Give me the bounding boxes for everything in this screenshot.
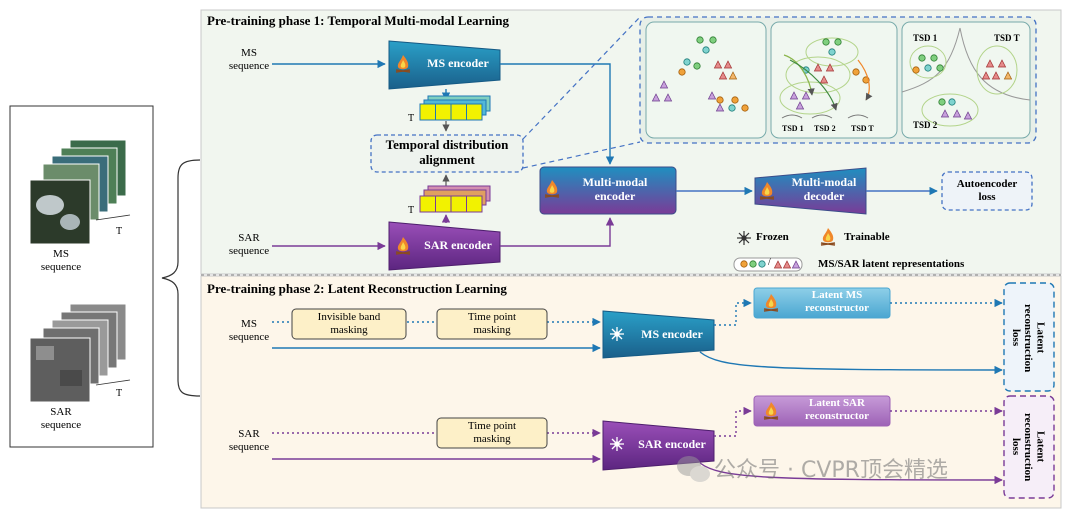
left-sar-label: SAR sequence (40, 406, 82, 431)
phase1-ms-t: T (408, 113, 415, 124)
phase1-sar-encoder: SAR encoder (424, 238, 492, 252)
watermark-text: 公众号 · CVPR顶会精选 (714, 458, 948, 483)
phase2-ms-input: MS sequence (228, 318, 270, 343)
cluster-scatter-2 (779, 37, 873, 119)
tsd-caption-2: TSD 2 (814, 124, 836, 133)
ms-image-stack (29, 139, 131, 245)
legend-slash: / (768, 257, 771, 268)
phase2-sar-encoder: SAR encoder (638, 437, 706, 451)
cluster-scatter-3 (901, 27, 1031, 127)
tsd-label-1: TSD 1 (913, 33, 938, 43)
phase1-title: Pre-training phase 1: Temporal Multi-mod… (207, 13, 510, 28)
latent-ms-reconstructor: Latent MS reconstructor (805, 289, 869, 314)
invisible-band-masking: Invisible band masking (317, 311, 381, 336)
sar-image-stack (29, 303, 131, 403)
tsd-label-t: TSD T (994, 33, 1020, 43)
time-point-masking-sar: Time point masking (467, 420, 517, 445)
tsd-label-2: TSD 2 (913, 120, 938, 130)
latent-reconstruction-loss-ms: Latent reconstruction loss (1010, 303, 1047, 373)
latent-sar-reconstructor: Latent SAR reconstructor (805, 397, 869, 422)
left-ms-t: T (116, 226, 123, 237)
legend-frozen: Frozen (756, 231, 789, 243)
left-sar-t: T (116, 388, 123, 399)
phase1-ms-encoder: MS encoder (427, 56, 489, 70)
phase1-sar-input: SAR sequence (228, 232, 270, 257)
multimodal-decoder: Multi-modal decoder (791, 175, 857, 203)
legend-latent: MS/SAR latent representations (818, 258, 965, 270)
sar-token-stack (419, 185, 491, 213)
legend-trainable: Trainable (844, 231, 890, 243)
time-point-masking-ms: Time point masking (467, 311, 517, 336)
autoencoder-loss: Autoencoder loss (956, 178, 1018, 203)
tsd-caption-1: TSD 1 (782, 124, 804, 133)
left-ms-label: MS sequence (40, 248, 82, 273)
tsd-caption-t: TSD T (851, 124, 874, 133)
phase2-sar-input: SAR sequence (228, 428, 270, 453)
phase2-title: Pre-training phase 2: Latent Reconstruct… (207, 281, 507, 296)
multimodal-encoder: Multi-modal encoder (582, 175, 648, 203)
latent-reconstruction-loss-sar: Latent reconstruction loss (1010, 412, 1047, 482)
phase1-sar-t: T (408, 205, 415, 216)
ms-token-stack (419, 95, 491, 121)
phase2-ms-encoder: MS encoder (641, 327, 703, 341)
phase1-ms-input: MS sequence (228, 47, 270, 72)
temporal-distribution-alignment: Temporal distribution alignment (385, 137, 509, 167)
